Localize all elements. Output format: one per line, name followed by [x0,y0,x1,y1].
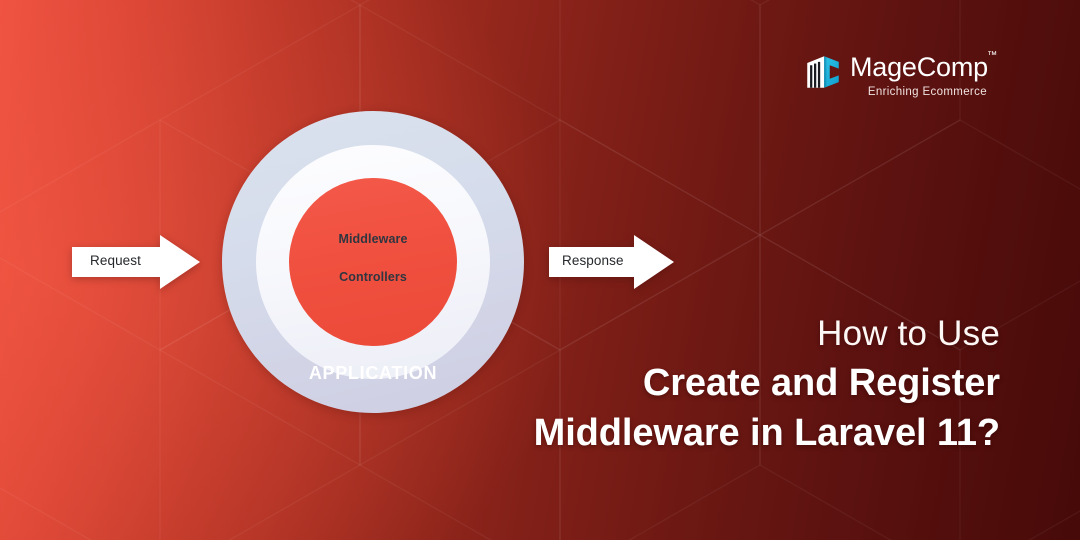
headline-line-3: Middleware in Laravel 11? [533,412,1000,454]
request-arrow: Request [72,234,200,290]
response-arrow-label: Response [562,253,624,268]
trademark-symbol: ™ [987,50,997,61]
request-arrow-label: Request [90,253,141,268]
logo-tagline: Enriching Ecommerce [867,86,987,98]
application-core-label: APPLICATION [308,363,438,383]
controllers-ring-label: Controllers [339,270,407,284]
arrow-right-icon [72,235,200,289]
headline-line-2: Create and Register [642,362,1000,404]
magecomp-m-c-mark-icon [807,56,839,88]
magecomp-logo[interactable]: MageComp ™ Enriching Ecommerce [805,51,997,99]
banner-headline: How to Use Create and Register Middlewar… [534,312,1000,458]
middleware-ring-label: Middleware [338,232,408,246]
logo-name-text: MageComp [850,52,988,82]
arrow-right-icon [549,235,674,289]
response-arrow: Response [549,234,674,290]
headline-line-1: How to Use [817,314,1000,353]
application-core-circle [289,178,457,346]
logo-wordmark: MageComp ™ [850,51,997,83]
middleware-layers-diagram: Middleware Controllers APPLICATION [222,111,524,413]
